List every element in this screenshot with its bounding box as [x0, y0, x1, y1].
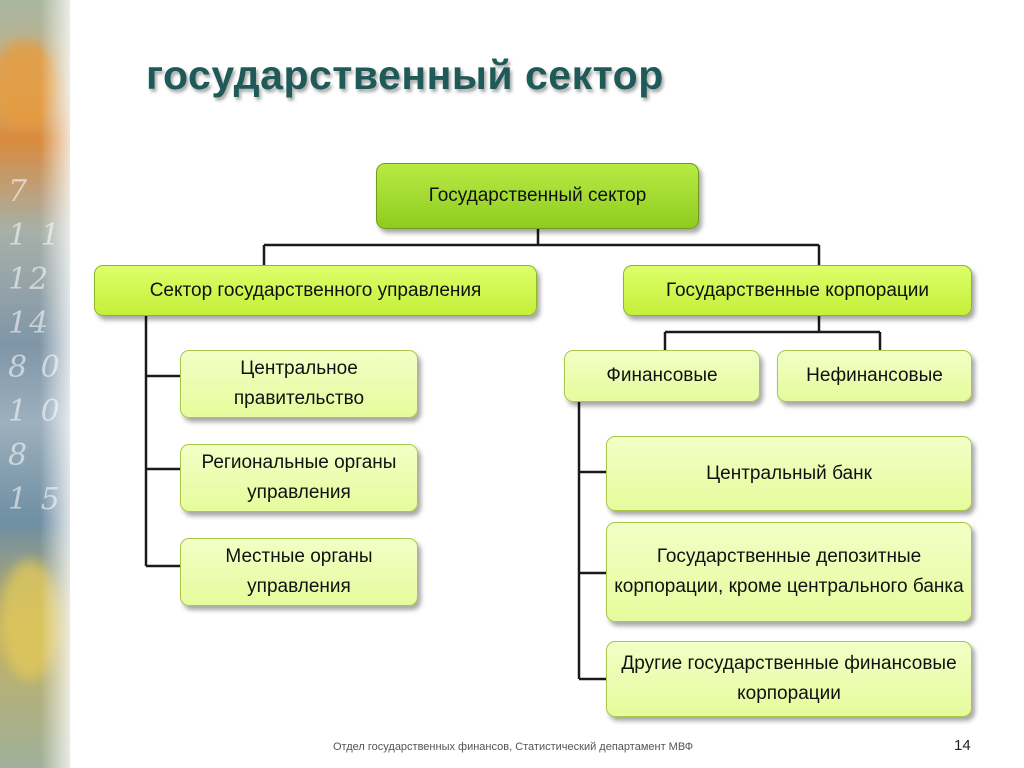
node-central-government-label: Центральное правительство: [233, 358, 365, 409]
node-financial: Финансовые: [564, 350, 760, 402]
node-nonfinancial-label: Нефинансовые: [806, 365, 943, 386]
node-other-financial-corporations-label: Другие государственные финансовые корпор…: [621, 653, 957, 704]
node-central-bank: Центральный банк: [606, 436, 972, 511]
node-financial-label: Финансовые: [606, 365, 718, 386]
node-central-government: Центральное правительство: [180, 350, 418, 418]
node-other-financial-corporations: Другие государственные финансовые корпор…: [606, 641, 972, 717]
node-regional-government-label: Региональные органы управления: [201, 452, 397, 503]
node-general-government: Сектор государственного управления: [94, 265, 537, 316]
slide-title: государственный сектор: [146, 52, 664, 98]
node-deposit-corporations-label: Государственные депозитные корпорации, к…: [614, 546, 964, 597]
side-strip-fade: [40, 0, 80, 768]
node-public-sector-label: Государственный сектор: [428, 185, 647, 206]
node-local-government-label: Местные органы управления: [225, 546, 373, 597]
node-nonfinancial: Нефинансовые: [777, 350, 972, 402]
node-central-bank-label: Центральный банк: [706, 462, 872, 484]
footer-text: Отдел государственных финансов, Статисти…: [333, 741, 694, 753]
node-local-government: Местные органы управления: [180, 538, 418, 606]
node-public-corporations-label: Государственные корпорации: [665, 279, 930, 301]
page-number: 14: [954, 737, 971, 754]
node-regional-government: Региональные органы управления: [180, 444, 418, 512]
node-general-government-label: Сектор государственного управления: [149, 279, 482, 301]
node-public-sector: Государственный сектор: [376, 163, 699, 229]
node-public-corporations: Государственные корпорации: [623, 265, 972, 316]
node-deposit-corporations: Государственные депозитные корпорации, к…: [606, 522, 972, 622]
